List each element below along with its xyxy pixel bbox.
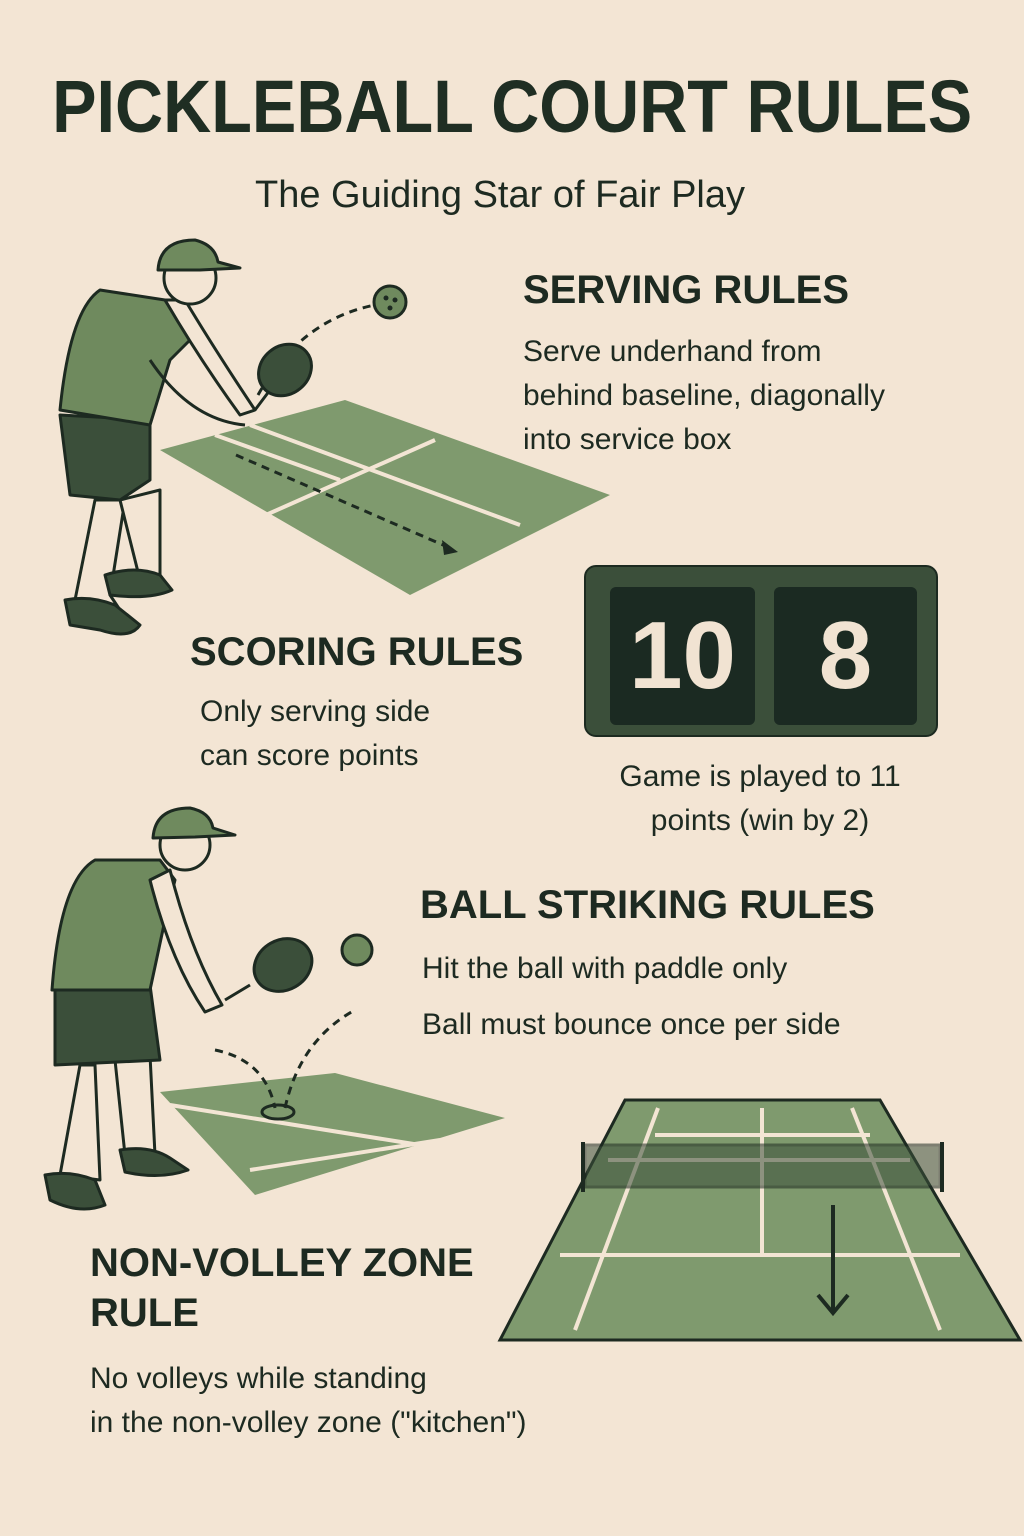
player-striking-illustration xyxy=(43,806,314,1211)
text-line: No volleys while standing xyxy=(90,1362,427,1395)
striking-court-illustration xyxy=(160,933,505,1195)
net-court-illustration xyxy=(497,1098,1023,1342)
text-line: in the non-volley zone ("kitchen") xyxy=(90,1406,527,1439)
striking-line-2: Ball must bounce once per side xyxy=(422,1008,841,1041)
scoreboard: 10 8 xyxy=(584,565,938,737)
text-line: Only serving side xyxy=(200,695,431,728)
striking-heading: BALL STRIKING RULES xyxy=(420,883,875,927)
score-left: 10 xyxy=(610,587,755,725)
serving-text: Serve underhand from behind baseline, di… xyxy=(523,330,885,462)
scoring-heading: SCORING RULES xyxy=(190,630,524,674)
heading-line: NON-VOLLEY ZONE xyxy=(90,1241,474,1285)
text-line: into service box xyxy=(523,423,732,456)
title-container: PICKLEBALL COURT RULES xyxy=(0,62,1024,152)
score-right: 8 xyxy=(774,587,917,725)
scoring-text: Only serving side can score points xyxy=(200,690,430,778)
text-line: Game is played to 11 xyxy=(619,760,901,793)
page-title: PICKLEBALL COURT RULES xyxy=(51,65,973,148)
text-line: behind baseline, diagonally xyxy=(523,379,885,412)
serving-heading: SERVING RULES xyxy=(523,268,849,312)
page-subtitle: The Guiding Star of Fair Play xyxy=(255,174,745,216)
text-line: Serve underhand from xyxy=(523,335,822,368)
player-serving-illustration xyxy=(58,238,313,636)
heading-line: RULE xyxy=(90,1291,199,1335)
game-length-note: Game is played to 11 points (win by 2) xyxy=(560,755,960,843)
pickleball-icon xyxy=(340,933,374,967)
text-line: can score points xyxy=(200,739,419,772)
striking-line-1: Hit the ball with paddle only xyxy=(422,952,788,985)
kitchen-text: No volleys while standing in the non-vol… xyxy=(90,1357,527,1445)
kitchen-heading: NON-VOLLEY ZONE RULE xyxy=(90,1238,474,1338)
text-line: points (win by 2) xyxy=(650,804,870,837)
pickleball-icon xyxy=(372,284,408,320)
